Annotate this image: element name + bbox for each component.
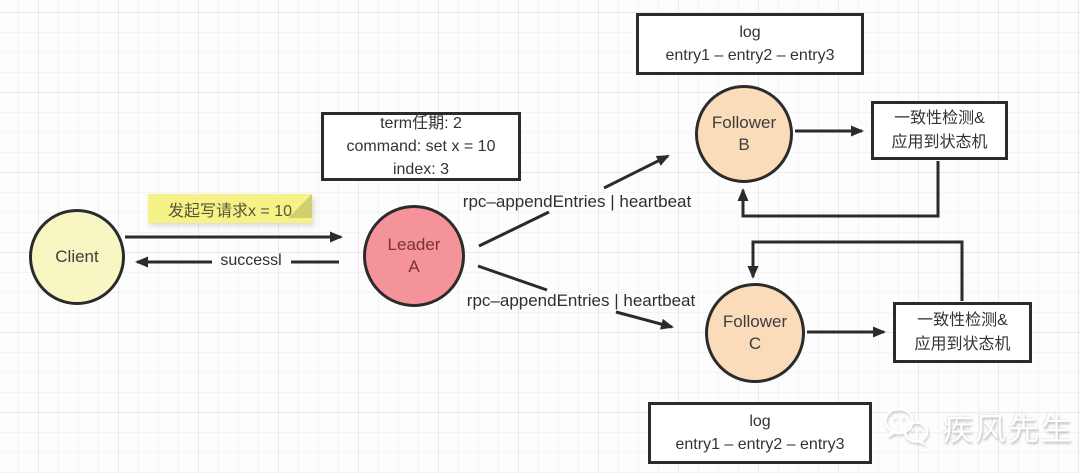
follower-c-label-line2: C [748, 334, 762, 353]
command-line: command: set x = 10 [346, 137, 496, 155]
index-line: index: 3 [392, 161, 450, 179]
consistency-check-box-bottom: 一致性检测& 应用到状态机 [893, 302, 1032, 363]
follower-b-label-line2: B [738, 135, 750, 154]
watermark: 疾风先生 [882, 404, 1074, 449]
node-client: Client [29, 209, 125, 305]
log-box-follower-c: log entry1 – entry2 – entry3 [648, 402, 872, 464]
leader-label-line2: A [408, 257, 420, 276]
log-title: log [739, 23, 761, 41]
log-box-follower-b: log entry1 – entry2 – entry3 [636, 13, 864, 75]
consistency-line2: 应用到状态机 [891, 133, 988, 151]
consistency-line2: 应用到状态机 [914, 335, 1011, 353]
consistency-line1: 一致性检测& [917, 312, 1008, 330]
arrow-leader-to-follower-b-segment2 [603, 154, 670, 190]
log-title: log [749, 412, 771, 430]
log-entries: entry1 – entry2 – entry3 [665, 47, 835, 64]
success-edge-label: successl [220, 252, 282, 269]
term-command-box: term任期: 2 command: set x = 10 index: 3 [321, 112, 521, 181]
leader-label-line1: Leader [387, 234, 441, 254]
term-line: term任期: 2 [380, 114, 462, 132]
write-request-note-text: 发起写请求x = 10 [167, 202, 293, 220]
arrow-leader-to-follower-c-segment2 [615, 310, 674, 330]
node-leader-a: Leader A [363, 205, 465, 307]
arrow-consistency-top-feedback [737, 161, 940, 218]
arrow-leader-to-follower-b-segment1 [478, 210, 550, 248]
follower-b-label-line1: Follower [711, 112, 777, 132]
arrow-consistency-bottom-feedback [747, 240, 964, 301]
node-follower-b: Follower B [695, 85, 793, 183]
watermark-text: 疾风先生 [942, 412, 1074, 447]
log-entries: entry1 – entry2 – entry3 [675, 436, 845, 453]
wechat-icon [884, 407, 929, 446]
follower-c-label-line1: Follower [722, 311, 788, 331]
rpc-append-entries-label-bottom: rpc–appendEntries | heartbeat [466, 291, 696, 310]
rpc-append-entries-label-top: rpc–appendEntries | heartbeat [462, 192, 692, 211]
consistency-line1: 一致性检测& [894, 110, 985, 128]
arrow-leader-to-follower-c-segment1 [477, 264, 548, 292]
consistency-check-box-top: 一致性检测& 应用到状态机 [871, 101, 1008, 160]
node-follower-c: Follower C [705, 283, 805, 383]
client-label: Client [55, 246, 99, 266]
note-fold-corner [288, 194, 312, 218]
write-request-note: 发起写请求x = 10 [148, 194, 312, 223]
